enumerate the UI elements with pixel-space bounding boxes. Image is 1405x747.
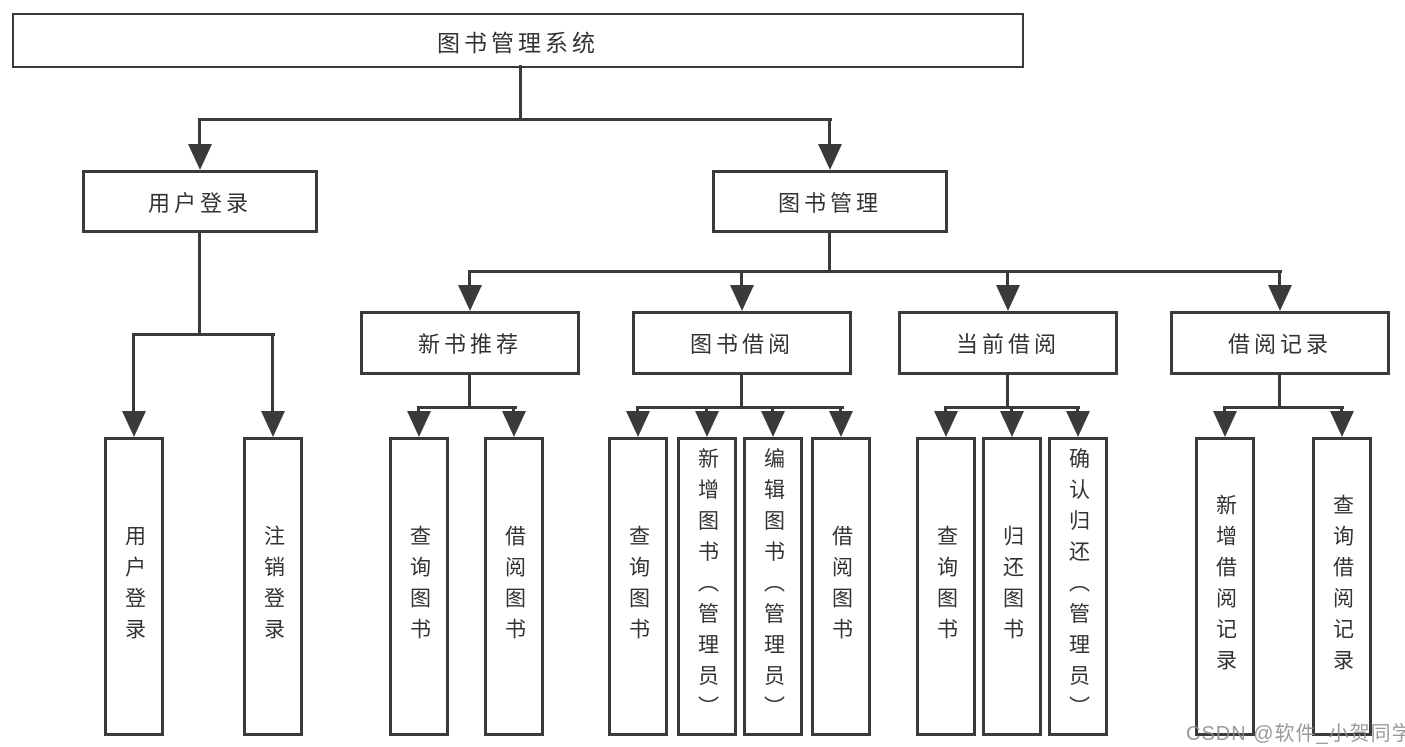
node-current-borrowing-label: 当前借阅 [955, 332, 1060, 357]
connector-line [198, 233, 201, 336]
leaf-confirm-return-admin-label: 确认归还（管理员） [1066, 447, 1090, 726]
connector-arrow [730, 285, 754, 311]
connector-arrow [502, 411, 526, 437]
node-book-management: 图书管理 [712, 170, 948, 233]
connector-line [132, 333, 275, 336]
leaf-logout-label: 注销登录 [261, 524, 285, 649]
node-user-login-label: 用户登录 [147, 190, 252, 216]
connector-line [271, 333, 274, 413]
node-book-borrowing-label: 图书借阅 [689, 332, 794, 357]
connector-line [740, 270, 743, 288]
connector-line [771, 406, 774, 414]
connector-arrow [829, 411, 853, 437]
node-new-book-recommend: 新书推荐 [360, 311, 580, 375]
connector-arrow [261, 411, 285, 437]
connector-line [1340, 406, 1343, 414]
leaf-user-login-label: 用户登录 [122, 524, 146, 649]
node-book-borrowing: 图书借阅 [632, 311, 852, 375]
leaf-query-books-recommend: 查询图书 [389, 437, 449, 736]
leaf-logout: 注销登录 [243, 437, 303, 736]
leaf-query-books-current: 查询图书 [916, 437, 976, 736]
connector-arrow [122, 411, 146, 437]
leaf-add-books-admin: 新增图书（管理员） [677, 437, 737, 736]
leaf-query-borrow-record: 查询借阅记录 [1312, 437, 1372, 736]
connector-line [519, 65, 522, 121]
connector-line [1006, 375, 1009, 409]
leaf-add-books-admin-label: 新增图书（管理员） [695, 447, 719, 726]
leaf-borrow-books-recommend: 借阅图书 [484, 437, 544, 736]
connector-line [1278, 270, 1281, 288]
node-borrowing-records-label: 借阅记录 [1227, 332, 1332, 357]
connector-line [417, 406, 517, 409]
leaf-return-books-label: 归还图书 [1000, 524, 1024, 649]
connector-arrow [458, 285, 482, 311]
connector-arrow [934, 411, 958, 437]
leaf-borrow-books-recommend-label: 借阅图书 [502, 524, 526, 649]
connector-line [1076, 406, 1079, 414]
connector-line [1006, 270, 1009, 288]
leaf-confirm-return-admin: 确认归还（管理员） [1048, 437, 1108, 736]
connector-arrow [1000, 411, 1024, 437]
connector-line [944, 406, 947, 414]
connector-line [198, 118, 832, 121]
connector-line [468, 270, 471, 288]
node-root-label: 图书管理系统 [437, 29, 599, 56]
connector-line [512, 406, 515, 414]
node-new-book-recommend-label: 新书推荐 [417, 332, 522, 357]
connector-line [198, 118, 201, 146]
connector-arrow [188, 144, 212, 170]
watermark: CSDN @软件_小贺同学 [1186, 723, 1405, 745]
connector-line [828, 118, 831, 146]
leaf-query-borrow-record-label: 查询借阅记录 [1330, 493, 1354, 680]
connector-arrow [1066, 411, 1090, 437]
connector-line [1223, 406, 1344, 409]
leaf-borrow-books-borrowing-label: 借阅图书 [829, 524, 853, 649]
node-current-borrowing: 当前借阅 [898, 311, 1118, 375]
connector-line [636, 406, 639, 414]
leaf-add-borrow-record: 新增借阅记录 [1195, 437, 1255, 736]
connector-arrow [626, 411, 650, 437]
leaf-borrow-books-borrowing: 借阅图书 [811, 437, 871, 736]
connector-arrow [761, 411, 785, 437]
connector-arrow [1330, 411, 1354, 437]
connector-line [828, 233, 831, 273]
leaf-query-books-borrowing-label: 查询图书 [626, 524, 650, 649]
connector-arrow [818, 144, 842, 170]
connector-line [468, 270, 1282, 273]
leaf-edit-books-admin-label: 编辑图书（管理员） [761, 447, 785, 726]
connector-line [636, 406, 844, 409]
connector-line [417, 406, 420, 414]
connector-line [1278, 375, 1281, 409]
node-borrowing-records: 借阅记录 [1170, 311, 1390, 375]
connector-line [1223, 406, 1226, 414]
leaf-add-borrow-record-label: 新增借阅记录 [1213, 493, 1237, 680]
connector-arrow [996, 285, 1020, 311]
leaf-query-books-borrowing: 查询图书 [608, 437, 668, 736]
leaf-return-books: 归还图书 [982, 437, 1042, 736]
connector-arrow [695, 411, 719, 437]
connector-line [839, 406, 842, 414]
connector-line [705, 406, 708, 414]
connector-arrow [1268, 285, 1292, 311]
leaf-user-login: 用户登录 [104, 437, 164, 736]
connector-arrow [407, 411, 431, 437]
connector-line [740, 375, 743, 409]
connector-arrow [1213, 411, 1237, 437]
node-book-management-label: 图书管理 [777, 190, 882, 216]
node-root: 图书管理系统 [12, 13, 1024, 68]
connector-line [1010, 406, 1013, 414]
leaf-query-books-recommend-label: 查询图书 [407, 524, 431, 649]
leaf-edit-books-admin: 编辑图书（管理员） [743, 437, 803, 736]
connector-line [132, 333, 135, 413]
leaf-query-books-current-label: 查询图书 [934, 524, 958, 649]
connector-line [468, 375, 471, 409]
node-user-login: 用户登录 [82, 170, 318, 233]
